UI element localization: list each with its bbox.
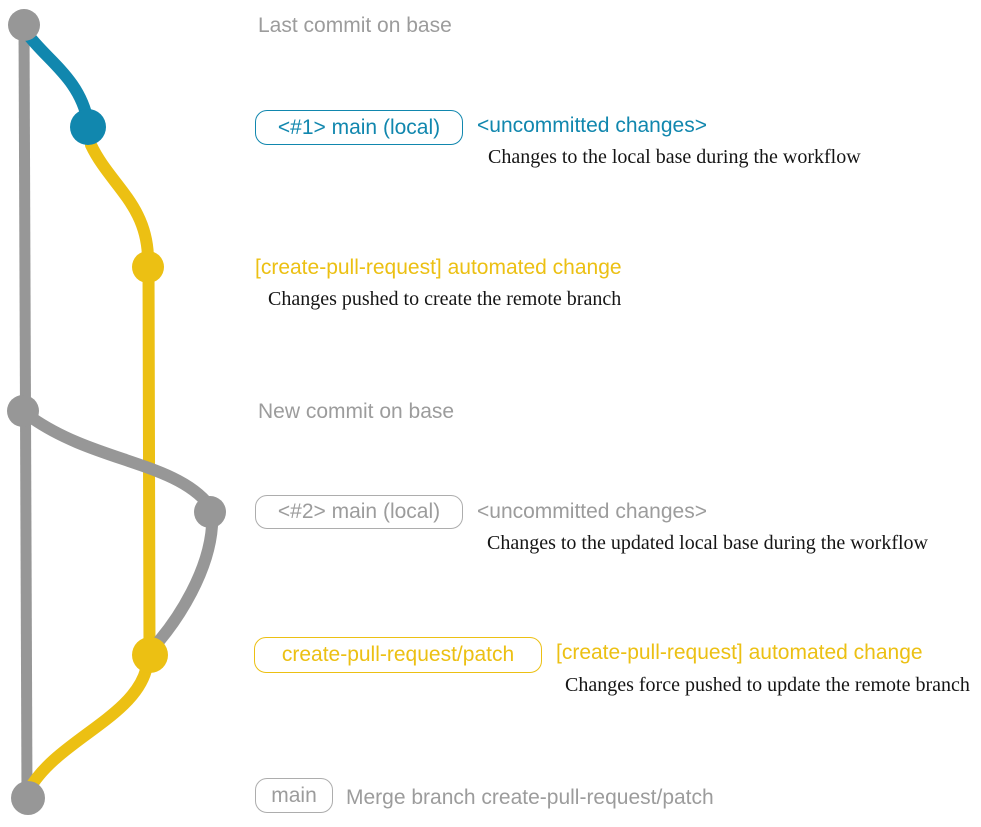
push-caption-1: Changes pushed to create the remote bran…	[268, 288, 622, 310]
commit-node-local-2	[194, 496, 226, 528]
new-commit-label: New commit on base	[258, 400, 455, 423]
automated-change-headline-2: [create-pull-request] automated change	[556, 641, 923, 664]
commit-node-patch-2	[132, 637, 168, 673]
push-caption-2: Changes force pushed to update the remot…	[565, 674, 970, 696]
commit-node-local-1	[70, 109, 106, 145]
local-change-caption-1: Changes to the local base during the wor…	[488, 146, 861, 168]
commit-node-last-base	[8, 9, 40, 41]
git-graph	[7, 9, 226, 815]
commit-node-merge	[11, 781, 45, 815]
uncommitted-changes-headline-2: <uncommitted changes>	[477, 500, 707, 523]
branch-badge-main-local-2: <#2> main (local)	[255, 495, 463, 529]
updated-local-edge-in	[147, 520, 218, 654]
patch-branch-line	[142, 258, 156, 656]
commit-node-patch-1	[132, 251, 164, 283]
updated-local-edge-out	[26, 412, 215, 511]
last-commit-label: Last commit on base	[258, 14, 452, 37]
branch-badge-main-local-1: <#1> main (local)	[255, 110, 463, 145]
branch-badge-patch: create-pull-request/patch	[254, 637, 542, 673]
automated-change-headline-1: [create-pull-request] automated change	[255, 256, 622, 279]
commit-node-new-base	[7, 395, 39, 427]
merge-commit-label: Merge branch create-pull-request/patch	[346, 786, 714, 809]
local-change-edge	[20, 26, 94, 128]
patch-branch-merge-edge	[23, 664, 152, 796]
patch-branch-edge-top	[85, 139, 154, 266]
branch-badge-main: main	[255, 778, 333, 813]
uncommitted-changes-headline-1: <uncommitted changes>	[477, 114, 707, 137]
local-change-caption-2: Changes to the updated local base during…	[487, 532, 928, 554]
